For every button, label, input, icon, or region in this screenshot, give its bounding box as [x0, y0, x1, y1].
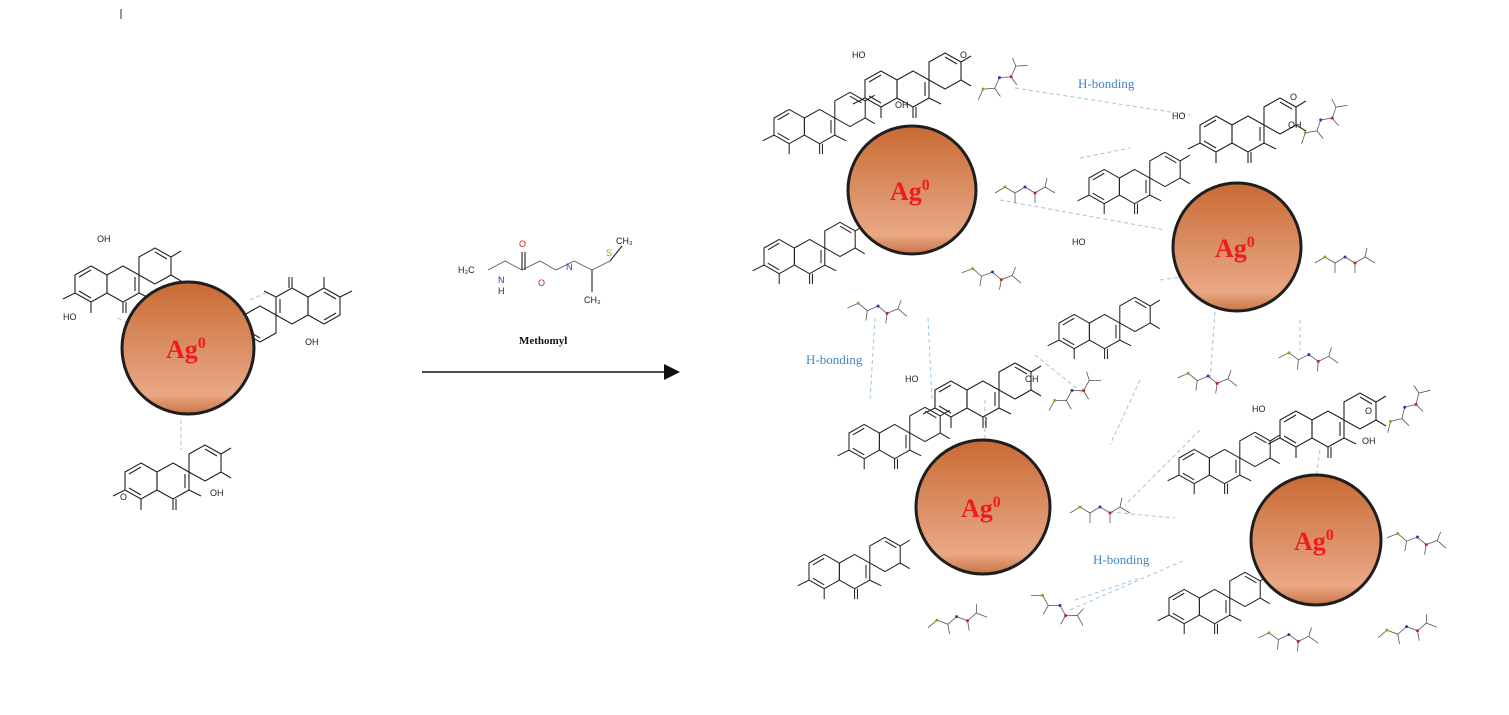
- hbond-label: H-bonding: [806, 352, 863, 367]
- left-capped-nanoparticle: OH HO O OH OH Ag0: [62, 234, 353, 511]
- silver-nanoparticle: [914, 438, 1052, 576]
- silver-nanoparticle: [1249, 473, 1383, 607]
- methomyl-fragment: [1375, 612, 1440, 649]
- nanoparticle-label: Ag0: [166, 335, 206, 364]
- methomyl-fragment: [1376, 379, 1438, 441]
- atom-label: OH: [1288, 120, 1302, 130]
- atom-n-imine: N: [566, 262, 573, 272]
- nanoparticle-network: O OH HO O OH HO OH HO O OH HO HO H-bondi…: [752, 50, 1450, 654]
- hbond-label: H-bonding: [1078, 76, 1135, 91]
- atom-label: OH: [305, 337, 319, 347]
- methomyl-fragment: [1175, 362, 1240, 397]
- silver-nanoparticle: [120, 280, 256, 416]
- nanoparticle-label: Ag0: [1215, 234, 1255, 263]
- atom-label: HO: [1072, 237, 1086, 247]
- atom-ch3-top: CH₃: [616, 236, 633, 246]
- atom-label: O: [1290, 92, 1297, 102]
- methomyl-fragment: [1257, 622, 1321, 654]
- methomyl-fragment: [969, 52, 1034, 109]
- atom-label: HO: [1252, 404, 1266, 414]
- atom-label: O: [120, 492, 127, 502]
- methomyl-fragment: [1314, 247, 1376, 274]
- atom-nh: N: [498, 275, 505, 285]
- atom-o-ester: O: [538, 278, 545, 288]
- quercetin-molecule: [1047, 296, 1161, 360]
- methomyl-fragment: [959, 257, 1025, 294]
- atom-label: OH: [97, 234, 111, 244]
- atom-label: HO: [63, 312, 77, 322]
- methomyl-fragment: [845, 292, 910, 327]
- quercetin-molecule: [797, 536, 911, 600]
- quercetin-molecule: [1267, 392, 1387, 459]
- quercetin-molecule: [837, 406, 951, 470]
- reagent-name: Methomyl: [519, 335, 567, 347]
- atom-h: H: [498, 286, 505, 296]
- methomyl-fragment: [925, 602, 990, 639]
- quercetin-molecule: [1167, 431, 1281, 495]
- silver-nanoparticle: [1171, 181, 1303, 313]
- atom-label: O: [960, 50, 967, 60]
- methomyl-fragment: [1069, 497, 1131, 524]
- reaction-arrow: [422, 364, 680, 380]
- atom-s: S: [606, 248, 612, 258]
- atom-label: O: [1365, 406, 1372, 416]
- nanoparticle-label: Ag0: [1294, 527, 1334, 556]
- quercetin-molecule: [1157, 571, 1271, 635]
- methomyl-fragment: [1025, 582, 1091, 635]
- atom-label: HO: [852, 50, 866, 60]
- atom-label: OH: [1025, 374, 1039, 384]
- atom-ch3-bottom: CH₃: [584, 295, 601, 305]
- quercetin-molecule: [112, 444, 232, 511]
- atom-h3c: H₃C: [458, 265, 475, 275]
- methomyl-fragment: [1041, 367, 1107, 420]
- methomyl-structure: H₃C N H O O N S CH₃ CH₃ Methomyl: [458, 236, 633, 347]
- hbond-label: H-bonding: [1093, 552, 1150, 567]
- atom-label: HO: [1172, 111, 1186, 121]
- nanoparticle-label: Ag0: [890, 177, 930, 206]
- quercetin-molecule: [1187, 97, 1307, 164]
- quercetin-molecule: [1077, 151, 1191, 215]
- methomyl-fragment: [1384, 522, 1450, 559]
- methomyl-fragment: [1277, 342, 1341, 374]
- atom-label: HO: [905, 374, 919, 384]
- atom-label: OH: [210, 488, 224, 498]
- nanoparticle-label: Ag0: [961, 494, 1001, 523]
- silver-nanoparticle: [846, 124, 978, 256]
- atom-label: OH: [895, 100, 909, 110]
- atom-o-carbonyl: O: [519, 239, 526, 249]
- quercetin-molecule: [852, 52, 972, 119]
- methomyl-fragment: [994, 177, 1056, 204]
- atom-label: OH: [1362, 436, 1376, 446]
- quercetin-molecule: [752, 221, 866, 285]
